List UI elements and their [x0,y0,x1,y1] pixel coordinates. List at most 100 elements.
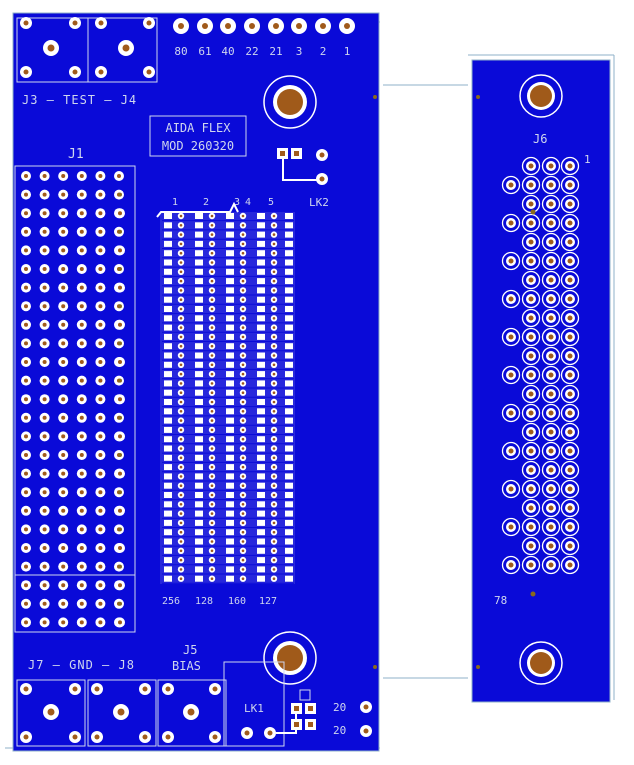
flex-pad [226,501,234,508]
j1-pin-drill [98,397,103,402]
flex-pad [285,445,293,452]
j1-pin-drill [61,527,66,532]
j1-pin-drill [98,248,103,253]
j6-pin-drill [548,315,554,321]
flex-pad-drill [272,558,276,562]
j6-pin-ring [560,194,580,214]
flex-pad [164,510,172,517]
j6-pin-ring [501,251,521,271]
j6-pin-ring [560,479,580,499]
j6-pin-ring [560,460,580,480]
flex-pad [285,380,293,387]
flex-pad-drill [179,326,183,329]
j6-pin-drill [548,258,554,264]
flex-pad [164,445,172,452]
j1-via [118,192,122,197]
flex-pad-drill [210,558,214,562]
flex-pad [226,436,234,443]
j1-pin-drill [42,527,47,532]
flex-pad [226,324,234,331]
j6-pin-drill [548,296,554,302]
flex-pad-drill [272,465,276,469]
j6-pin-ring [521,498,541,518]
flex-pad [164,408,172,415]
flex-pad [285,575,293,582]
flex-pad-drill [179,568,183,571]
flex-pad-drill [272,400,276,404]
flex-pad [226,426,234,433]
flex-pad [257,408,265,415]
flex-pad-drill [179,354,183,357]
j6-pin-drill [567,258,573,264]
flex-pad-drill [272,298,276,302]
flex-pad [195,501,203,508]
j6-pin-drill [567,543,573,549]
j1-pin-drill [118,546,122,550]
flex-pad-drill [241,317,245,320]
j6-pin-ring [541,308,561,328]
j6-pin-drill [528,239,534,245]
pin-number-22: 22 [245,45,258,58]
flex-pad [195,333,203,340]
flex-pad [195,473,203,480]
flex-pad [195,296,203,303]
j6-pin-ring [560,251,580,271]
j5-label: J5 [183,643,197,657]
flex-pad [164,287,172,294]
j1-via [118,564,122,569]
flex-pad [226,222,234,229]
j1-pin-drill [98,304,103,309]
j6-pin-drill [528,410,534,416]
j1-pin-drill [79,378,84,383]
j6-pin-drill [567,505,573,511]
flex-pad [164,278,172,285]
flex-pad [226,333,234,340]
flex-pad-drill [210,251,214,255]
pin-number-40: 40 [221,45,234,58]
j6-pin-drill [528,334,534,340]
flex-pad-drill [210,382,214,385]
j1-pin-drill [98,415,103,420]
j1-via [118,304,122,309]
j1-pin-drill [118,285,122,290]
j6-pin-ring [521,175,541,195]
j6-pin-drill [528,505,534,511]
flex-pad-drill [241,465,245,469]
j6-pin-ring [560,346,580,366]
j6-pin-ring [501,213,521,233]
j6-pin-drill [528,562,534,568]
j6-pin-drill [528,467,534,473]
j6-pin-drill [528,220,534,226]
flex-pad [257,538,265,545]
j1-pin-drill [61,397,66,402]
flex-top-labels: 1 2 3 4 5 [172,197,274,208]
flex-top-label-2: 2 [203,197,209,208]
j6-pin-ring [541,555,561,575]
flex-pad [226,371,234,378]
flex-pad [164,529,172,536]
flex-pad-drill [179,224,183,227]
j6-pin-drill [528,391,534,397]
flex-pad [226,250,234,257]
j1-pin-drill [24,601,28,606]
j6-pin-ring [541,460,561,480]
flex-pad-drill [179,261,183,264]
flex-pad [195,343,203,350]
j6-pin-drill [567,334,573,340]
j1-pin-drill [61,564,66,569]
flex-pad [257,296,265,303]
j1-pin-drill [24,415,28,420]
flex-pad-drill [241,447,245,450]
j6-pin-ring [501,479,521,499]
j6-pin-drill [528,429,534,435]
j6-pin-drill [567,296,573,302]
j1-pin-drill [79,397,84,402]
flex-pad [285,426,293,433]
flex-pad [257,250,265,257]
flex-pad [195,557,203,564]
j1-pin-drill [118,583,122,588]
flex-pad [285,519,293,526]
test-connector-pads [20,17,155,78]
flex-pad-drill [272,307,276,311]
flex-pad-drill [210,568,214,571]
